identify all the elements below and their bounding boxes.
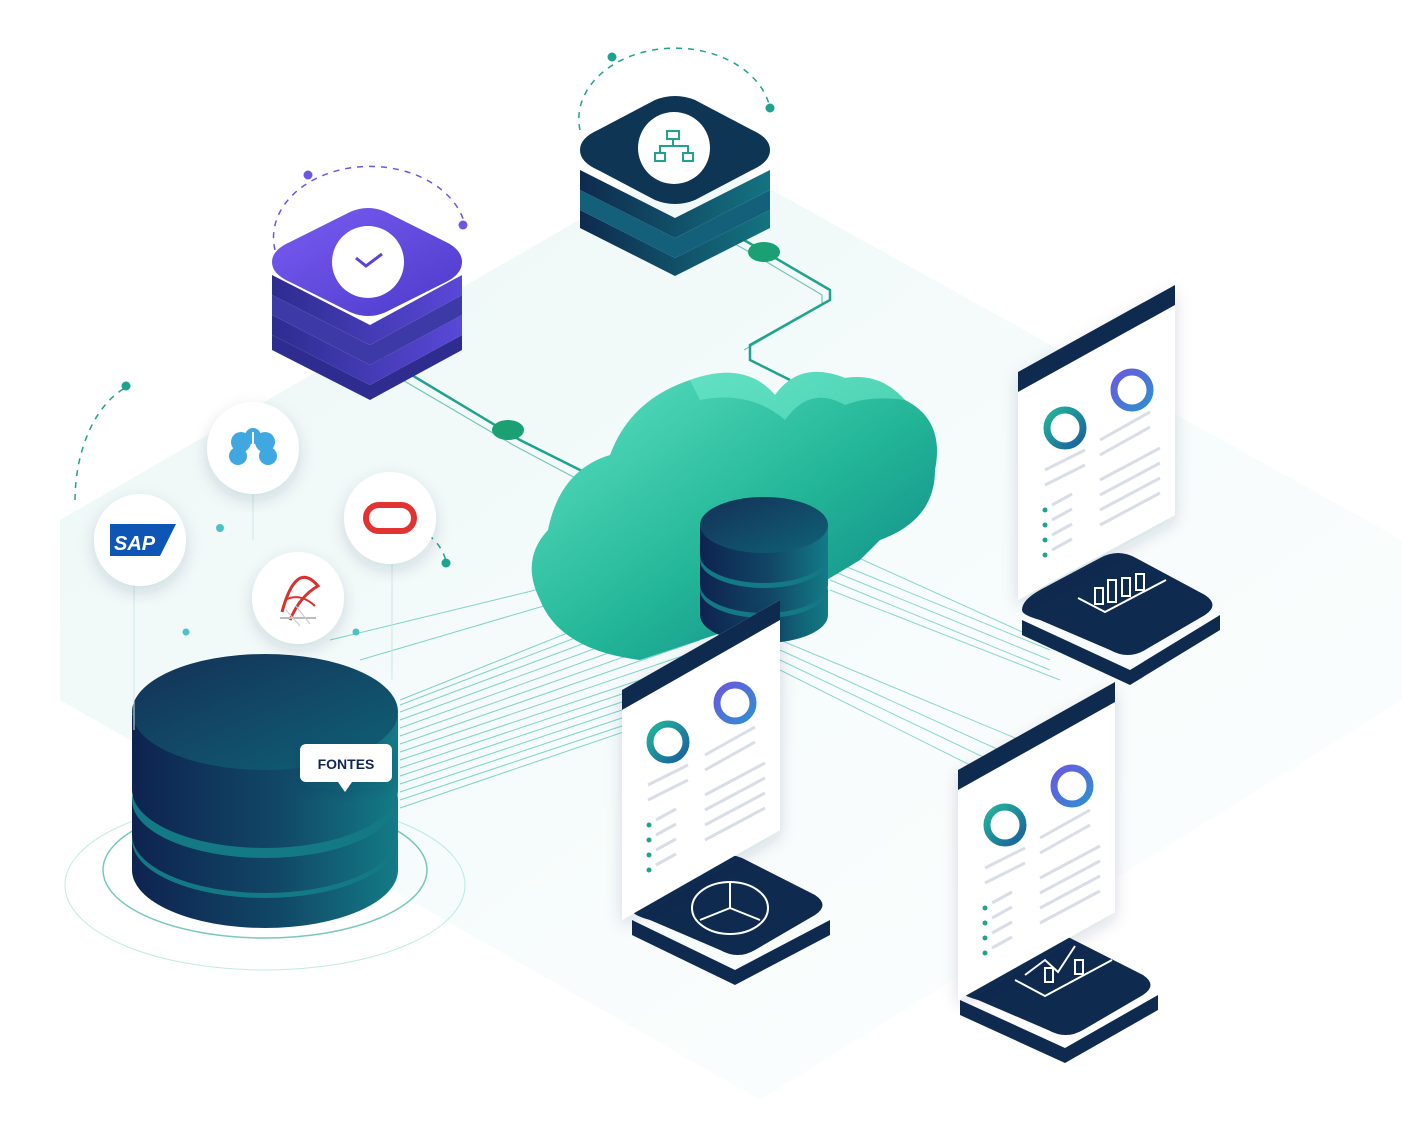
sap-logo-text: SAP <box>114 533 156 555</box>
orbit-arcs <box>74 47 775 636</box>
workflow-node <box>580 96 770 276</box>
dashboard-pie-chart <box>622 600 830 985</box>
line-chart-icon <box>1014 945 1113 998</box>
source-logos: SAP <box>94 402 436 730</box>
dashboard-line-chart <box>958 682 1158 1063</box>
schedule-node <box>272 208 462 400</box>
source-label: FONTES <box>318 756 375 772</box>
workflow-nodes-icon <box>638 112 710 184</box>
clock-check-icon <box>332 226 404 298</box>
brain-ai-icon <box>207 402 299 494</box>
dashboard-bar-chart <box>1018 285 1220 685</box>
bar-chart-icon <box>1077 573 1167 614</box>
source-label-badge: FONTES <box>300 744 392 792</box>
sql-server-logo-icon <box>252 552 344 644</box>
pie-chart-icon <box>691 881 769 935</box>
source-database: FONTES <box>64 654 466 971</box>
oracle-logo-icon <box>344 472 436 564</box>
sap-logo: SAP <box>94 494 186 586</box>
